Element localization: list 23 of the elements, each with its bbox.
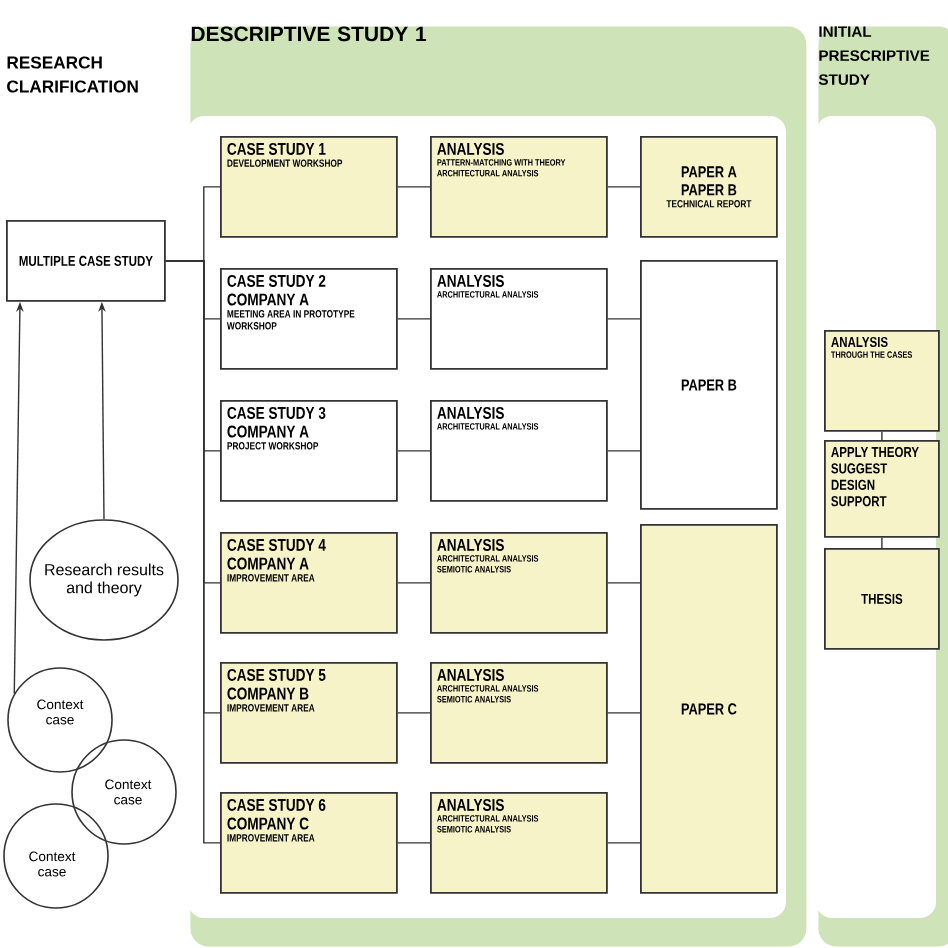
connector bbox=[607, 186, 641, 188]
connector bbox=[397, 712, 431, 714]
connector bbox=[607, 712, 641, 714]
ellipse-label: Research results and theory bbox=[45, 563, 164, 597]
context-circle bbox=[7, 667, 113, 773]
connector bbox=[881, 431, 883, 441]
context-circle bbox=[3, 803, 109, 909]
paper-box: PAPER B bbox=[640, 260, 778, 510]
paper-box: PAPER C bbox=[640, 524, 778, 894]
connector bbox=[397, 450, 431, 452]
connector bbox=[607, 842, 641, 844]
connector bbox=[607, 318, 641, 320]
connector bbox=[397, 582, 431, 584]
context-circle bbox=[71, 739, 177, 845]
connector bbox=[607, 450, 641, 452]
connector bbox=[607, 582, 641, 584]
theory-ellipse bbox=[29, 519, 179, 641]
connector bbox=[397, 186, 431, 188]
connector bbox=[397, 318, 431, 320]
connector bbox=[881, 537, 883, 549]
connector bbox=[397, 842, 431, 844]
heading: RESEARCH CLARIFICATION bbox=[7, 56, 138, 93]
connector bbox=[165, 260, 221, 844]
